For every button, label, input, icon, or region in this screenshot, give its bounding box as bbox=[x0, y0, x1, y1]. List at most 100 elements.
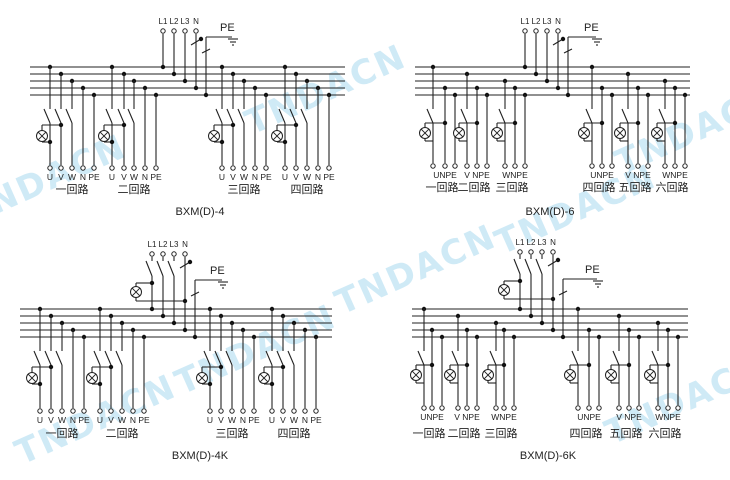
junction-dot bbox=[586, 362, 592, 368]
terminal-label: U bbox=[282, 172, 288, 182]
input-label-3: N bbox=[555, 17, 561, 26]
junction-dot bbox=[108, 364, 114, 370]
terminal-label: V NPE bbox=[625, 170, 651, 180]
circuit-name: 一回路 bbox=[413, 427, 446, 440]
terminal-icon bbox=[91, 165, 97, 171]
terminal-label: WNPE bbox=[662, 170, 688, 180]
terminal-icon bbox=[160, 251, 166, 257]
circuit-name: 二回路 bbox=[118, 183, 151, 196]
lamp-icon bbox=[444, 369, 456, 381]
terminal-icon bbox=[464, 163, 470, 169]
terminal-icon bbox=[484, 163, 490, 169]
junction-dot bbox=[560, 36, 566, 42]
terminal-icon bbox=[464, 405, 470, 411]
terminal-icon bbox=[662, 163, 668, 169]
junction-dot bbox=[635, 120, 641, 126]
terminal-icon bbox=[672, 163, 678, 169]
input-label-3: N bbox=[193, 17, 199, 26]
lamp-icon bbox=[651, 127, 663, 139]
terminal-label: W bbox=[290, 415, 298, 425]
switch-icon bbox=[117, 108, 125, 124]
terminal-icon bbox=[241, 165, 247, 171]
terminal-icon bbox=[315, 165, 321, 171]
terminal-icon bbox=[130, 408, 136, 414]
terminal-label: U bbox=[47, 172, 53, 182]
terminal-icon bbox=[575, 405, 581, 411]
junction-dot bbox=[626, 362, 632, 368]
junction-dot bbox=[280, 364, 286, 370]
terminal-label: U bbox=[219, 172, 225, 182]
terminal-icon bbox=[675, 405, 681, 411]
input-label-0: L1 bbox=[148, 240, 157, 249]
terminal-icon bbox=[501, 405, 507, 411]
terminal-icon bbox=[626, 405, 632, 411]
terminal-icon bbox=[252, 165, 258, 171]
terminal-label: PE bbox=[150, 172, 162, 182]
circuit-name: 二回路 bbox=[458, 181, 491, 194]
terminal-icon bbox=[430, 163, 436, 169]
pe-label: PE bbox=[210, 265, 225, 277]
terminal-icon bbox=[304, 165, 310, 171]
lamp-icon bbox=[564, 369, 576, 381]
terminal-icon bbox=[655, 405, 661, 411]
junction-dot bbox=[37, 381, 43, 387]
junction-dot bbox=[293, 122, 299, 128]
model-caption: BXM(D)-6K bbox=[520, 450, 577, 462]
junction-dot bbox=[97, 381, 103, 387]
junction-dot bbox=[442, 120, 448, 126]
switch-icon bbox=[276, 350, 284, 366]
terminal-icon bbox=[493, 405, 499, 411]
junction-dot bbox=[149, 306, 155, 312]
terminal-icon bbox=[37, 408, 43, 414]
circuit-name: 一回路 bbox=[46, 427, 79, 440]
terminal-icon bbox=[153, 165, 159, 171]
terminal-icon bbox=[193, 28, 199, 34]
switch-icon bbox=[612, 350, 620, 366]
terminal-icon bbox=[263, 165, 269, 171]
input-label-1: L2 bbox=[170, 17, 179, 26]
lamp-icon bbox=[419, 127, 431, 139]
terminal-icon bbox=[522, 163, 528, 169]
terminal-label: N bbox=[130, 415, 136, 425]
switch-icon bbox=[201, 48, 211, 54]
terminal-label: W bbox=[68, 172, 76, 182]
lamp-icon bbox=[614, 127, 626, 139]
terminal-icon bbox=[452, 163, 458, 169]
junction-dot bbox=[539, 320, 545, 326]
terminal-icon bbox=[119, 408, 125, 414]
terminal-icon bbox=[182, 28, 188, 34]
switch-icon bbox=[226, 108, 234, 124]
terminal-icon bbox=[474, 163, 480, 169]
terminal-icon bbox=[544, 28, 550, 34]
switch-icon bbox=[33, 350, 41, 366]
junction-dot bbox=[203, 92, 209, 98]
switch-icon bbox=[621, 108, 629, 124]
circuit-name: 二回路 bbox=[448, 427, 481, 440]
terminal-icon bbox=[550, 249, 556, 255]
junction-dot bbox=[182, 327, 188, 333]
terminal-icon bbox=[429, 405, 435, 411]
terminal-label: W bbox=[130, 172, 138, 182]
terminal-label: UNPE bbox=[590, 170, 614, 180]
terminal-icon bbox=[207, 408, 213, 414]
pe-label: PE bbox=[585, 264, 600, 276]
terminal-label: V bbox=[230, 172, 236, 182]
input-label-1: L2 bbox=[527, 238, 536, 247]
input-label-2: L3 bbox=[543, 17, 552, 26]
terminal-label: V bbox=[121, 172, 127, 182]
terminal-label: U bbox=[97, 415, 103, 425]
lamp-icon bbox=[196, 372, 208, 384]
junction-dot bbox=[665, 362, 671, 368]
terminal-icon bbox=[555, 28, 561, 34]
junction-dot bbox=[474, 120, 480, 126]
junction-dot bbox=[464, 362, 470, 368]
terminal-icon bbox=[142, 165, 148, 171]
junction-dot bbox=[160, 64, 166, 70]
junction-dot bbox=[219, 139, 225, 145]
circuit-name: 二回路 bbox=[106, 427, 139, 440]
terminal-label: V NPE bbox=[464, 170, 490, 180]
junction-dot bbox=[192, 334, 198, 340]
input-label-2: L3 bbox=[181, 17, 190, 26]
terminal-label: V bbox=[58, 172, 64, 182]
switch-icon bbox=[167, 260, 175, 277]
